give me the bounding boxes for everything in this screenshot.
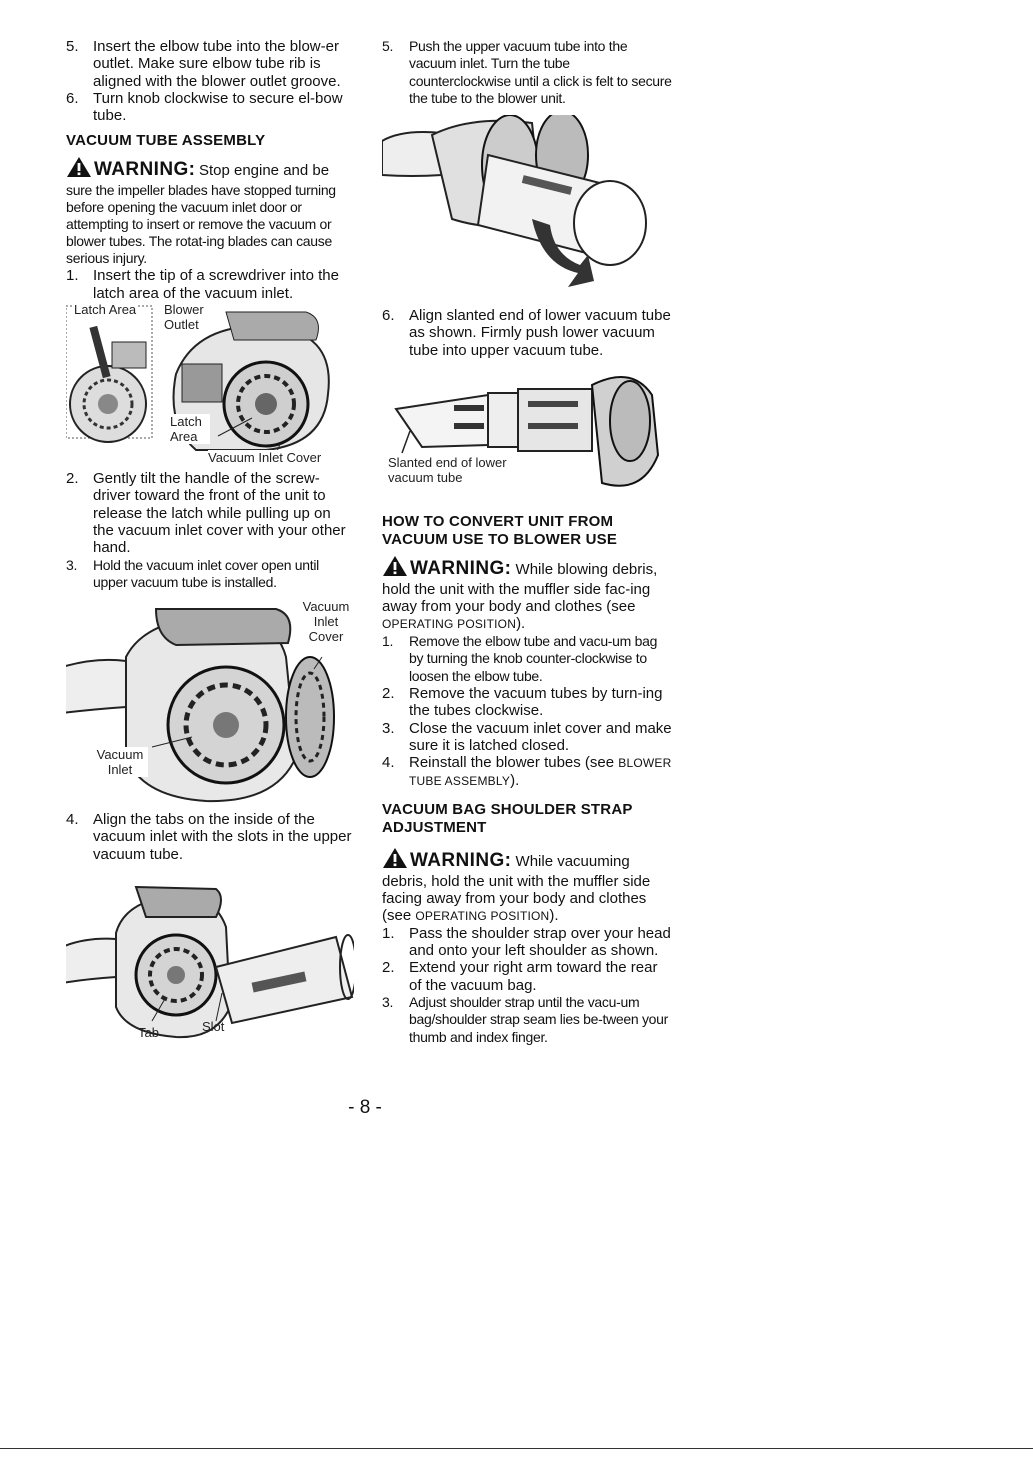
warning-triangle-icon [382, 847, 408, 873]
warning-label: WARNING: [410, 558, 512, 580]
step-1-screwdriver: 1. Insert the tip of a screwdriver into … [66, 267, 339, 302]
step-5-elbow-tube: 5. Insert the elbow tube into the blow-e… [66, 38, 341, 90]
label-vacuum-inlet: Vacuum Inlet [92, 747, 148, 778]
figure-slanted-end: Slanted end of lower vacuum tube [382, 365, 672, 495]
label-vacuum-inlet-cover: Vacuum Inlet Cover [208, 450, 322, 466]
latch-area-illustration [66, 305, 330, 455]
label-vacuum-inlet-cover-2: Vacuum Inlet Cover [302, 599, 350, 645]
convert-step-2: 2. Remove the vacuum tubes by turn-ing t… [382, 684, 663, 720]
label-slanted-end: Slanted end of lower vacuum tube [388, 455, 507, 486]
figure-push-upper-tube [382, 115, 672, 303]
step-2-tilt-handle: 2. Gently tilt the handle of the screw-d… [66, 470, 346, 557]
strap-step-1: 1. Pass the shoulder strap over your hea… [382, 924, 671, 960]
bottom-rule [0, 1448, 1033, 1449]
warning-label: WARNING: [410, 849, 512, 871]
step-5-push-tube: 5. Push the upper vacuum tube into the v… [382, 38, 672, 106]
figure-tab-slot: Tab Slot [66, 867, 354, 1043]
warning-label: WARNING: [94, 159, 196, 181]
strap-step-3: 3. Adjust shoulder strap until the vacu-… [382, 993, 668, 1045]
strap-step-2: 2. Extend your right arm toward the rear… [382, 959, 658, 994]
convert-step-1: 1. Remove the elbow tube and vacu-um bag… [382, 633, 658, 684]
strap-warning: WARNING: While vacuuming debris, hold th… [382, 847, 672, 925]
convert-warning: WARNING: While blowing debris, hold the … [382, 555, 672, 633]
slanted-tube-illustration [394, 376, 660, 487]
warning-triangle-icon [66, 156, 92, 182]
vacuum-inlet-illustration [66, 608, 335, 803]
convert-step-3: 3. Close the vacuum inlet cover and make… [382, 719, 672, 754]
figure-latch-area: Latch Area Blower Outlet Latch Area Vacu… [66, 302, 354, 466]
step-6-align-slanted: 6. Align slanted end of lower vacuum tub… [382, 307, 671, 359]
page-number: - 8 - [348, 1097, 382, 1118]
right-column: 5. Push the upper vacuum tube into the v… [382, 38, 672, 1046]
push-tube-illustration [382, 115, 647, 288]
convert-unit-heading: HOW TO CONVERT UNIT FROM VACUUM USE TO B… [382, 513, 618, 549]
figure-vacuum-inlet-cover: Vacuum Inlet Cover Vacuum Inlet [66, 597, 354, 807]
left-column: 5. Insert the elbow tube into the blow-e… [66, 38, 354, 1043]
label-blower-outlet: Blower Outlet [164, 302, 214, 333]
label-latch-area-top: Latch Area [74, 302, 137, 318]
shoulder-strap-heading: VACUUM BAG SHOULDER STRAP ADJUSTMENT [382, 800, 633, 836]
vacuum-tube-warning: WARNING: Stop engine and be sure the imp… [66, 156, 354, 267]
label-latch-area: Latch Area [170, 414, 210, 445]
warning-triangle-icon [382, 555, 408, 581]
tab-slot-illustration [66, 886, 354, 1039]
step-3-hold-cover: 3. Hold the vacuum inlet cover open unti… [66, 556, 319, 590]
step-6-knob: 6. Turn knob clockwise to secure el-bow … [66, 89, 343, 125]
label-tab: Tab [138, 1025, 159, 1041]
vacuum-tube-assembly-heading: VACUUM TUBE ASSEMBLY [66, 132, 266, 150]
convert-step-4: 4. Reinstall the blower tubes (see BLOWE… [382, 754, 672, 790]
step-4-align-tabs: 4. Align the tabs on the inside of the v… [66, 811, 352, 863]
label-slot: Slot [202, 1019, 225, 1035]
